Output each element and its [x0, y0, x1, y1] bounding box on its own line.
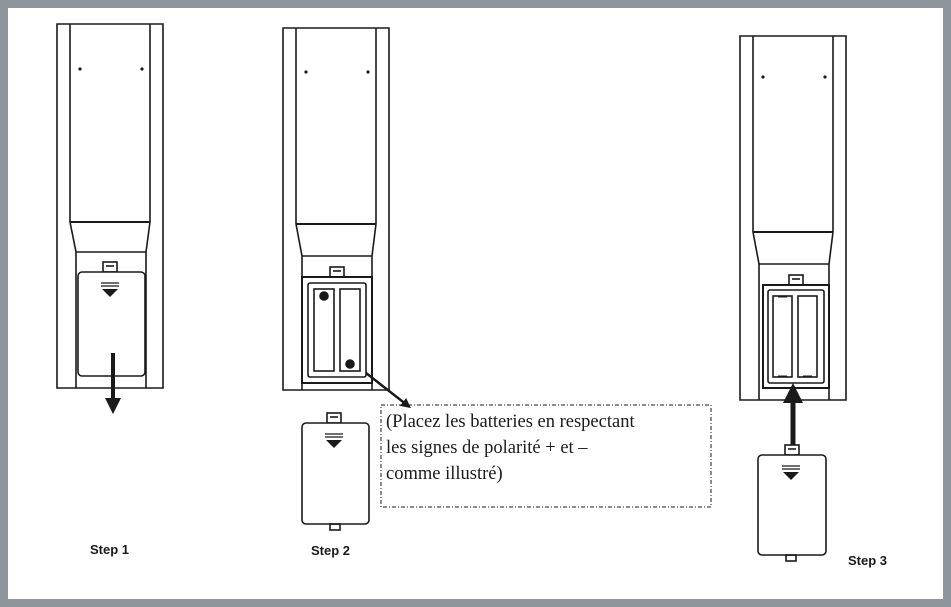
polarity-note: (Placez les batteries en respectant les …	[386, 409, 704, 487]
polarity-note-line: (Placez les batteries en respectant	[386, 412, 635, 432]
step-2-battery-compartment	[301, 266, 373, 384]
step-3-battery-compartment	[762, 274, 830, 389]
polarity-note-box	[380, 404, 712, 508]
step-2-battery-cover	[301, 412, 370, 531]
step-3-battery-cover	[757, 444, 827, 562]
step-3-label: Step 3	[848, 553, 888, 568]
step-2-label: Step 2	[311, 543, 351, 558]
polarity-note-line: les signes de polarité + et –	[386, 438, 588, 458]
step-1-label: Step 1	[90, 542, 130, 557]
step-2-callout-arrow	[365, 372, 411, 409]
polarity-note-line: comme illustré)	[386, 464, 503, 484]
